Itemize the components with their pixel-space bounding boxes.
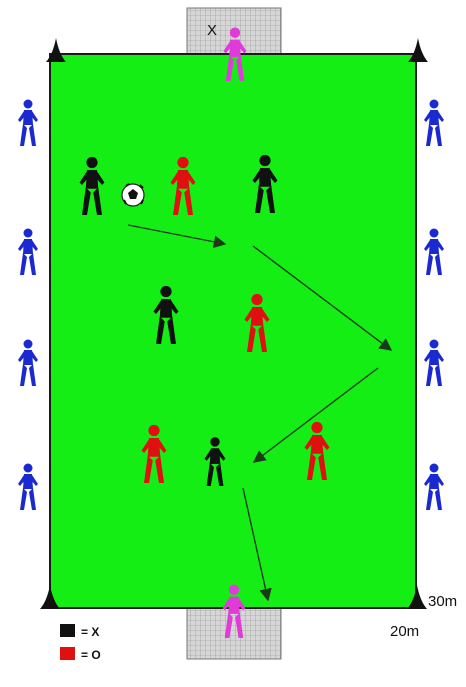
neutral-player-figure-icon: [18, 464, 38, 511]
legend-label-x: = X: [81, 625, 99, 639]
neutral-player-figure-icon: [424, 100, 444, 147]
top-goal-label: X: [207, 22, 217, 39]
cone-icon: [408, 38, 428, 62]
legend-swatch-x: [60, 624, 75, 637]
neutral-player-figure-icon: [18, 100, 38, 147]
width-label: 20m: [390, 623, 419, 640]
playing-field: [50, 54, 416, 608]
legend: = X = O: [60, 624, 101, 662]
neutral-player-figure-icon: [424, 464, 444, 511]
neutral-player-figure-icon: [424, 340, 444, 387]
soccer-ball-icon: [122, 184, 144, 206]
legend-label-o: = O: [81, 648, 101, 662]
bottom-goal-net: [187, 608, 281, 659]
neutral-player-figure-icon: [424, 229, 444, 276]
neutral-player-figure-icon: [18, 340, 38, 387]
neutral-player-figure-icon: [18, 229, 38, 276]
cone-icon: [46, 38, 66, 62]
length-label: 30m: [428, 593, 457, 610]
legend-swatch-o: [60, 647, 75, 660]
